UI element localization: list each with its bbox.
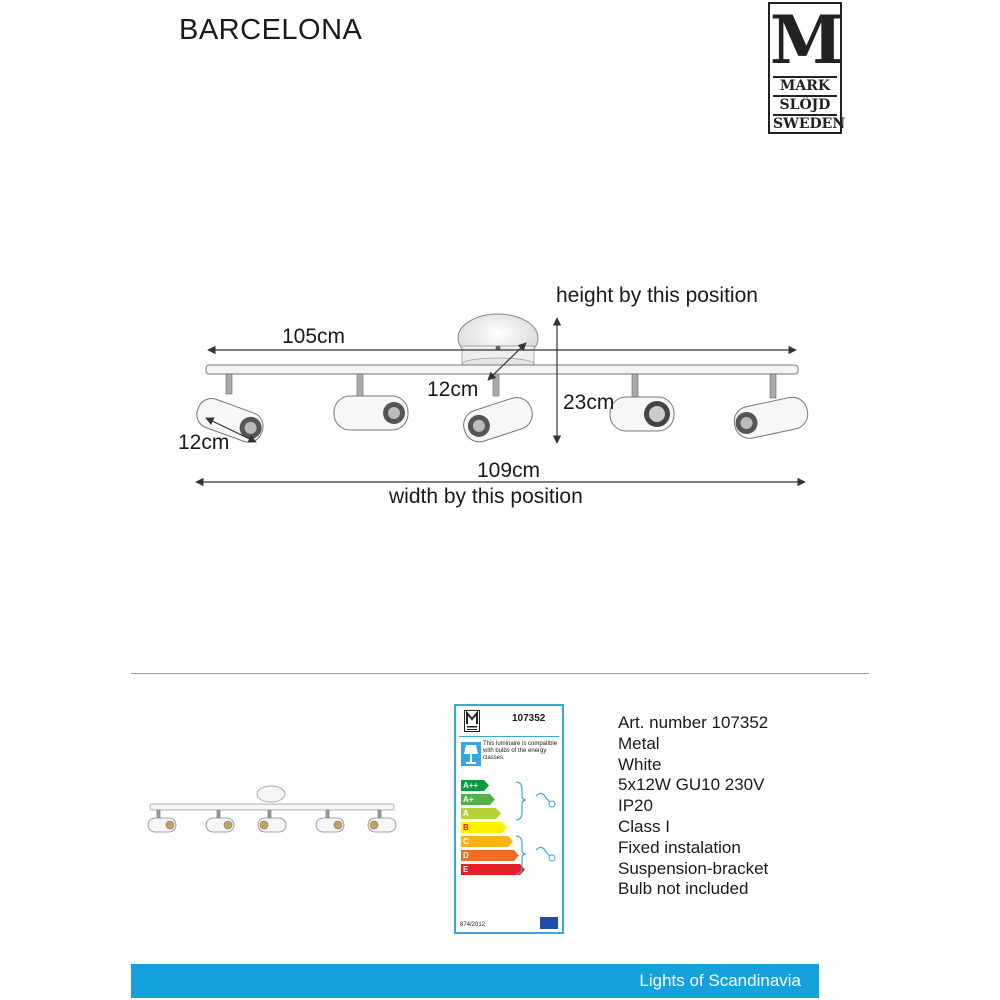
dim-height-label: 23cm <box>563 391 615 414</box>
label-article-number: 107352 <box>512 713 546 724</box>
label-logo-icon <box>464 710 480 732</box>
dim-canopy-label: 12cm <box>427 378 479 401</box>
lamp-icon <box>461 742 481 766</box>
spec-item: Metal <box>618 733 660 753</box>
section-divider <box>131 673 869 674</box>
spec-item: Suspension-bracket <box>618 858 769 878</box>
energy-bar-app: A++ <box>461 780 489 791</box>
energy-bar-a: A <box>461 808 501 819</box>
spec-item: Art. number 107352 <box>618 713 769 732</box>
logo-line-1: MARK <box>773 76 837 94</box>
energy-label: 107352 This luminaire is compatible with… <box>454 704 564 934</box>
spotlight-5 <box>733 373 809 439</box>
spec-list: Art. number 107352 Metal White 5x12W GU1… <box>618 713 768 900</box>
spec-item: 5x12W GU10 230V <box>618 775 765 795</box>
spotlight-2 <box>333 373 409 431</box>
footer-banner: Lights of Scandinavia <box>131 964 819 998</box>
dim-rail-label: 105cm <box>282 325 346 348</box>
dim-spot-label: 12cm <box>178 431 230 454</box>
logo-line-3: SWEDEN <box>773 114 846 132</box>
ceiling-canopy <box>457 313 539 371</box>
spec-item: IP20 <box>618 796 653 816</box>
energy-bar-b: B <box>461 822 507 833</box>
product-photo <box>147 785 397 833</box>
width-position-note: width by this position <box>389 485 583 508</box>
height-position-note: height by this position <box>556 284 758 307</box>
spotlight-3 <box>463 373 533 443</box>
spotlight-4 <box>609 373 675 432</box>
energy-bar-d: D <box>461 850 519 861</box>
dim-total-label: 109cm <box>477 459 541 482</box>
footer-tagline: Lights of Scandinavia <box>639 971 801 990</box>
dimension-drawing <box>195 313 809 487</box>
label-info-text: This luminaire is compatible with bulbs … <box>483 741 558 761</box>
energy-bar-ap: A+ <box>461 794 495 805</box>
energy-bar-c: C <box>461 836 513 847</box>
logo-line-2: SLÖJD <box>773 95 837 113</box>
energy-bar-e: E <box>461 864 525 875</box>
brand-logo: M MARK SLÖJD SWEDEN <box>768 1 846 134</box>
spec-item: Fixed instalation <box>618 837 741 857</box>
product-title: BARCELONA <box>179 14 363 46</box>
dim-line-canopy <box>487 342 527 381</box>
dim-line-spot <box>205 417 257 443</box>
bulb-brackets-icon <box>515 781 556 875</box>
eu-flag-icon <box>540 917 558 929</box>
label-divider <box>459 736 559 737</box>
label-regulation: 874/2012 <box>460 922 486 928</box>
spec-item: Class I <box>618 816 670 836</box>
spec-item: Bulb not included <box>618 879 749 899</box>
logo-letter: M <box>770 1 844 79</box>
spec-item: White <box>618 754 662 774</box>
